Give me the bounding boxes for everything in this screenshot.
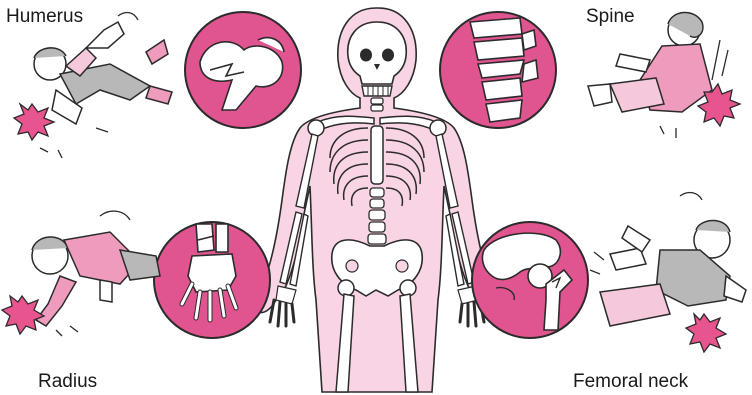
impact-starburst-icon — [686, 314, 726, 352]
humerus-label: Humerus — [6, 6, 83, 28]
sternum — [371, 126, 383, 184]
humerus-fracture-icon — [185, 12, 301, 128]
cervical-spine — [371, 98, 383, 111]
femoral-neck-fracture-icon — [472, 222, 588, 338]
femoral-neck-label: Femoral neck — [573, 371, 688, 393]
falling-man-femoral-neck — [600, 221, 746, 327]
lumbar-spine — [368, 188, 386, 244]
falling-man-humerus — [34, 22, 172, 124]
spine-fracture-icon — [440, 12, 556, 128]
radius-label: Radius — [38, 371, 97, 393]
spine-label: Spine — [586, 6, 635, 28]
radius-fracture-icon — [154, 222, 270, 338]
impact-starburst-icon — [14, 104, 54, 140]
impact-starburst-icon — [2, 296, 44, 334]
falling-woman-radius — [32, 232, 160, 326]
